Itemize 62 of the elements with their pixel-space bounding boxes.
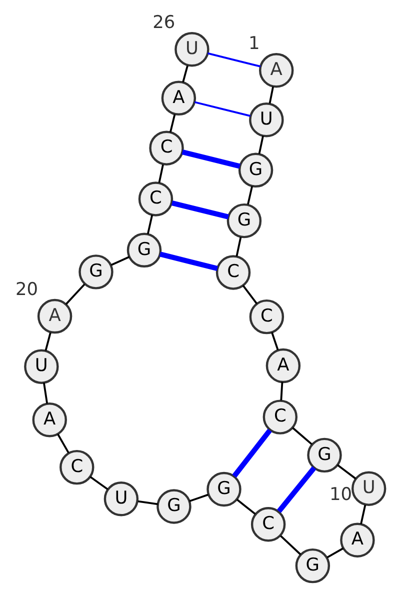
- node-label: 20: [15, 280, 38, 300]
- node-circle: G: [295, 548, 330, 584]
- node-circle: U: [24, 349, 59, 384]
- connector: [171, 200, 229, 220]
- connector: [138, 500, 158, 506]
- node-circle: A: [32, 402, 67, 438]
- connector: [258, 136, 264, 154]
- node-circle: A: [37, 298, 72, 334]
- node-circle: G: [206, 472, 242, 507]
- connector: [158, 164, 164, 184]
- node-circle: U: [104, 482, 139, 516]
- node-circle: A: [266, 348, 301, 384]
- connector: [159, 252, 218, 271]
- connector: [236, 236, 242, 257]
- node-circle: A: [258, 53, 294, 88]
- connector: [326, 547, 344, 558]
- node-label: 26: [152, 13, 176, 34]
- node-circle: G: [78, 254, 114, 290]
- connector: [292, 427, 312, 445]
- node-circle: G: [126, 232, 162, 268]
- connector: [110, 256, 130, 266]
- node-circle: C: [216, 255, 251, 290]
- connector: [271, 332, 279, 350]
- node-circle: C: [138, 182, 174, 216]
- connector: [90, 476, 108, 490]
- node-circle: U: [249, 102, 284, 138]
- node-circle: C: [60, 450, 94, 485]
- node-circle: C: [250, 507, 286, 542]
- connector: [336, 464, 356, 480]
- node-circle: C: [262, 400, 298, 434]
- connector: [189, 494, 208, 502]
- connector: [208, 52, 261, 68]
- node-circle: G: [156, 489, 192, 524]
- connector: [280, 535, 302, 556]
- node-circle: A: [340, 522, 375, 558]
- connector: [280, 382, 284, 400]
- node-label: 1: [248, 34, 260, 54]
- node-circle: G: [226, 203, 262, 238]
- connector: [182, 65, 188, 82]
- connector: [57, 434, 70, 454]
- node-circle: U: [351, 471, 386, 506]
- connector: [65, 284, 86, 305]
- connector: [194, 101, 251, 117]
- connector: [232, 428, 272, 478]
- node-circle: A: [161, 80, 196, 116]
- connector: [276, 466, 316, 513]
- connector: [242, 284, 258, 304]
- connector: [236, 498, 256, 515]
- connector: [146, 214, 154, 234]
- connector: [169, 114, 176, 133]
- node-circle: C: [249, 299, 284, 334]
- connector: [360, 504, 366, 524]
- node-label: 10: [330, 484, 352, 505]
- node-circle: G: [238, 152, 274, 188]
- node-circle: U: [174, 32, 210, 67]
- node-circle: G: [307, 438, 342, 473]
- connector: [44, 332, 52, 351]
- connector: [247, 186, 254, 205]
- connector: [42, 382, 48, 404]
- connector: [182, 150, 240, 169]
- connector: [268, 86, 274, 104]
- node-circle: C: [149, 130, 184, 166]
